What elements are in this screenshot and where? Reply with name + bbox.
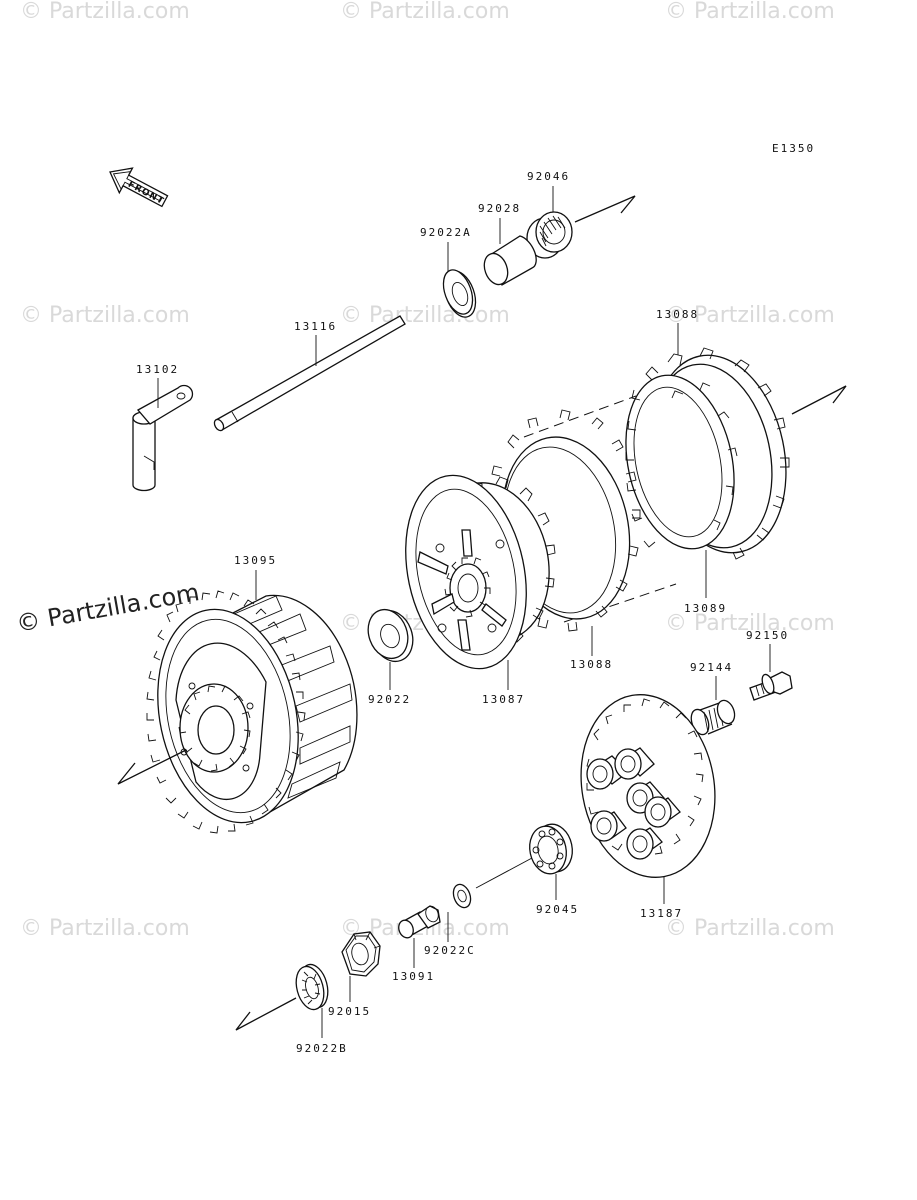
diagram-code: E1350 bbox=[772, 142, 815, 155]
clutch-housing-13095 bbox=[146, 590, 358, 834]
label-92150: 92150 bbox=[746, 629, 789, 642]
push-rod-13116 bbox=[213, 315, 406, 432]
washer-92022A bbox=[442, 269, 477, 318]
label-92022B: 92022B bbox=[296, 1042, 348, 1055]
label-13102: 13102 bbox=[136, 363, 179, 376]
label-92046: 92046 bbox=[527, 170, 570, 183]
spring-92144 bbox=[690, 699, 736, 736]
label-92022A: 92022A bbox=[420, 226, 472, 239]
lock-washer-92022B bbox=[295, 963, 329, 1011]
label-13087: 13087 bbox=[482, 693, 525, 706]
push-rod-guide-13091 bbox=[398, 905, 441, 939]
label-13116: 13116 bbox=[294, 320, 337, 333]
label-92144: 92144 bbox=[690, 661, 733, 674]
label-13091: 13091 bbox=[392, 970, 435, 983]
watermark-text: © Partzilla.com bbox=[340, 0, 510, 24]
needle-bearing-92046 bbox=[526, 211, 573, 259]
watermark-text: © Partzilla.com bbox=[20, 0, 190, 24]
label-92022C: 92022C bbox=[424, 944, 476, 957]
pressure-plate-bosses bbox=[586, 747, 681, 860]
label-92045: 92045 bbox=[536, 903, 579, 916]
front-arrow-icon: FRONT bbox=[109, 167, 169, 208]
ball-bearing-92045 bbox=[529, 823, 573, 875]
release-lever-13102 bbox=[132, 384, 194, 492]
watermark-text: © Partzilla.com bbox=[20, 916, 190, 941]
watermark-text: © Partzilla.com bbox=[665, 916, 835, 941]
watermark-main: © Partzilla.com bbox=[14, 578, 201, 638]
watermark-text: © Partzilla.com bbox=[665, 303, 835, 328]
watermark-text: © Partzilla.com bbox=[20, 303, 190, 328]
label-13187: 13187 bbox=[640, 907, 683, 920]
watermark-layer: © Partzilla.com © Partzilla.com © Partzi… bbox=[20, 0, 835, 941]
bolt-92150 bbox=[749, 671, 793, 701]
nut-92015 bbox=[341, 931, 381, 977]
label-13089: 13089 bbox=[684, 602, 727, 615]
clutch-hub-13087 bbox=[405, 474, 556, 670]
label-92028: 92028 bbox=[478, 202, 521, 215]
label-13088-bottom: 13088 bbox=[570, 658, 613, 671]
steel-plate-13088-top bbox=[625, 347, 790, 560]
thrust-washer-92022 bbox=[367, 608, 414, 663]
label-13095: 13095 bbox=[234, 554, 277, 567]
label-92015: 92015 bbox=[328, 1005, 371, 1018]
label-92022: 92022 bbox=[368, 693, 411, 706]
label-13088-top: 13088 bbox=[656, 308, 699, 321]
watermark-text: © Partzilla.com bbox=[340, 303, 510, 328]
washer-92022C bbox=[452, 883, 472, 909]
pressure-plate-13187 bbox=[580, 694, 716, 878]
watermark-text: © Partzilla.com bbox=[665, 0, 835, 24]
collar-92028 bbox=[483, 235, 537, 286]
watermark-text: © Partzilla.com bbox=[665, 611, 835, 636]
